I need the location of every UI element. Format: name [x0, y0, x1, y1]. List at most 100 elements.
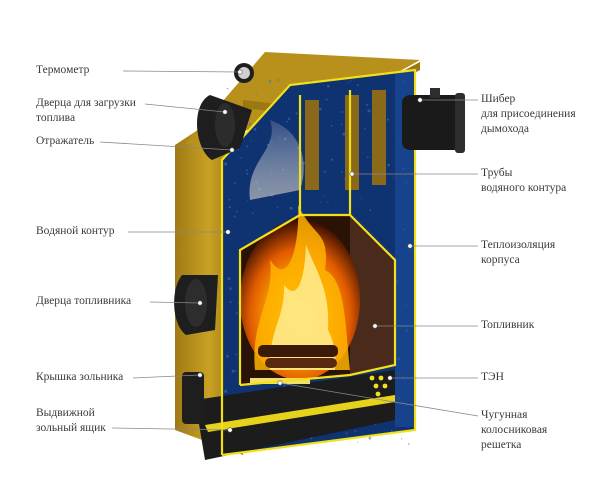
jacket-speckle — [360, 197, 362, 200]
leader-line-loading-door — [144, 103, 226, 113]
jacket-speckle — [345, 432, 348, 435]
label-firebox: Топливник — [481, 319, 535, 331]
jacket-speckle — [226, 354, 229, 358]
water-pipes-group — [305, 90, 386, 190]
leader-dot-loading-door — [222, 109, 228, 115]
label-ash-lid: Крышка зольника — [36, 371, 124, 383]
firebox-chamber — [240, 205, 395, 385]
jacket-speckle — [330, 158, 334, 161]
leader-dot-ash-lid — [197, 372, 203, 378]
jacket-speckle — [407, 443, 410, 445]
jacket-speckle — [257, 105, 259, 107]
jacket-speckle — [295, 112, 298, 115]
jacket-speckle — [228, 206, 231, 209]
jacket-speckle — [287, 117, 291, 121]
flue-smoke — [249, 120, 304, 200]
jacket-speckle — [246, 172, 249, 175]
jacket-speckle — [256, 93, 258, 95]
leader-dot-reflector — [229, 147, 235, 153]
jacket-speckle — [366, 103, 369, 106]
jacket-speckle — [233, 182, 236, 185]
jacket-speckle — [226, 87, 229, 90]
jacket-speckle — [356, 84, 359, 87]
jacket-speckle — [286, 120, 288, 123]
label-heating-element: ТЭН — [481, 371, 504, 383]
jacket-speckle — [289, 206, 293, 210]
jacket-speckle — [318, 107, 322, 111]
label-damper: Шибер для присоединения дымохода — [481, 93, 576, 135]
jacket-speckle — [224, 162, 228, 166]
loading-door-body — [197, 95, 252, 160]
label-water-circuit: Водяной контур — [36, 225, 115, 237]
jacket-speckle — [367, 109, 371, 113]
jacket-speckle — [386, 118, 389, 121]
thermometer-body — [234, 63, 254, 83]
jacket-speckle — [326, 84, 330, 88]
leader-line-reflector — [99, 141, 233, 151]
leader-dot-grate — [277, 380, 283, 386]
jacket-speckle — [363, 127, 366, 130]
jacket-speckle — [390, 429, 393, 432]
jacket-speckle — [229, 287, 232, 290]
jacket-speckle — [252, 212, 254, 215]
jacket-speckle — [369, 209, 372, 212]
jacket-speckle — [253, 128, 257, 131]
damper-body — [402, 88, 465, 153]
jacket-speckle — [400, 438, 403, 440]
label-ash-drawer: Выдвижной зольный ящик — [36, 407, 106, 434]
jacket-speckle — [248, 122, 252, 126]
jacket-outline — [220, 68, 417, 457]
label-grate: Чугунная колосниковая решетка — [481, 409, 548, 451]
leader-line-firebox-door — [149, 301, 201, 304]
firebox-door-body — [174, 275, 218, 335]
leader-line-grate — [279, 382, 479, 417]
jacket-speckle — [357, 441, 359, 443]
label-firebox-door: Дверца топливника — [36, 295, 132, 307]
jacket-speckle — [231, 369, 235, 373]
jacket-speckle — [236, 210, 238, 213]
jacket-speckle — [250, 140, 252, 142]
jacket-speckle — [347, 82, 349, 84]
jacket-speckle — [224, 389, 228, 393]
leader-dot-firebox-door — [197, 300, 203, 306]
leader-dot-water-pipes — [349, 171, 355, 177]
jacket-speckle — [350, 80, 352, 82]
jacket-speckle — [268, 79, 272, 83]
jacket-speckle — [229, 301, 232, 304]
jacket-speckle — [368, 436, 372, 440]
leader-line-ash-drawer — [111, 427, 231, 431]
leader-dots — [197, 69, 423, 433]
jacket-speckle — [276, 206, 279, 209]
jacket-speckle — [341, 170, 343, 173]
label-loading-door: Дверца для загрузки топлива — [36, 97, 136, 124]
leader-dot-water-circuit — [225, 229, 231, 235]
jacket-speckle — [245, 169, 248, 172]
jacket-speckle — [227, 277, 231, 281]
jacket-speckle — [320, 201, 322, 203]
base-foot-left — [182, 372, 204, 424]
jacket-speckle — [354, 430, 357, 433]
jacket-speckle — [277, 78, 280, 82]
jacket-speckle — [247, 199, 249, 202]
jacket-speckle — [235, 353, 238, 356]
jacket-speckle — [323, 195, 325, 198]
leader-line-thermometer — [122, 70, 241, 73]
leader-line-ash-lid — [132, 374, 201, 379]
heating-element-body — [369, 375, 388, 397]
jacket-speckle — [387, 163, 390, 167]
jacket-speckle — [323, 170, 326, 173]
jacket-speckle — [233, 215, 236, 218]
jacket-speckle — [246, 145, 249, 148]
jacket-speckle — [341, 111, 344, 113]
jacket-speckle — [330, 124, 333, 127]
jacket-speckle — [228, 198, 231, 201]
jacket-speckle — [240, 157, 242, 159]
casing-insulation — [395, 72, 413, 427]
leader-dot-damper — [417, 97, 423, 103]
leader-dot-firebox — [372, 323, 378, 329]
label-insulation: Теплоизоляция корпуса — [481, 239, 556, 266]
leader-lines — [99, 70, 479, 431]
label-thermometer: Термометр — [36, 64, 90, 76]
jacket-speckle — [327, 201, 329, 203]
